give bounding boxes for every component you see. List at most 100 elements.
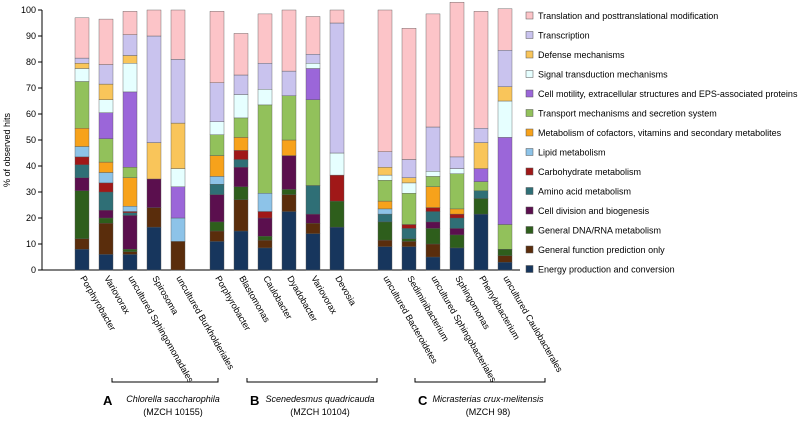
bar-segment xyxy=(473,198,489,215)
y-tick-label: 80 xyxy=(26,57,36,67)
bar-segment xyxy=(281,139,297,156)
legend-item: Translation and posttranslational modifi… xyxy=(525,11,718,21)
bar-segment xyxy=(401,228,417,239)
bar-stack xyxy=(473,11,489,271)
legend-item: Cell motility, extracellular structures … xyxy=(525,89,798,99)
bar-segment xyxy=(122,251,138,255)
bar-segment xyxy=(401,224,417,229)
bar-segment xyxy=(122,212,138,216)
bar-segment xyxy=(122,63,138,93)
bar-segment xyxy=(98,217,114,224)
bar-segment xyxy=(377,213,393,223)
bar-segment xyxy=(98,172,114,184)
legend-swatch xyxy=(525,265,534,273)
legend-swatch xyxy=(525,109,534,117)
bar-segment xyxy=(74,57,90,64)
bar-segment xyxy=(209,221,225,232)
bar-segment xyxy=(281,211,297,271)
legend-item: Defense mechanisms xyxy=(525,50,625,60)
bar-segment xyxy=(449,213,465,219)
group-strain-id: (MZCH 98) xyxy=(466,407,511,417)
bar-segment xyxy=(122,248,138,252)
bar-segment xyxy=(329,200,345,228)
legend-label: Metabolism of cofactors, vitamins and se… xyxy=(538,128,782,138)
bar-segment xyxy=(170,122,186,169)
bar-segment xyxy=(305,16,321,55)
bar-segment xyxy=(329,226,345,271)
bar-stack xyxy=(401,28,417,271)
legend-swatch xyxy=(525,50,534,59)
bar-segment xyxy=(281,155,297,190)
group-organism-name: Scenedesmus quadricauda xyxy=(265,394,374,404)
legend-label: Carbohydrate metabolism xyxy=(538,167,641,177)
legend-swatch xyxy=(525,70,534,78)
bar-segment xyxy=(233,199,249,232)
bar-segment xyxy=(209,230,225,242)
bar-segment xyxy=(449,1,465,158)
bar-segment xyxy=(401,182,417,194)
bar-segment xyxy=(425,186,441,208)
chart-legend: Translation and posttranslational modifi… xyxy=(525,11,798,275)
bar-stack xyxy=(146,9,162,271)
bar-segment xyxy=(305,233,321,271)
group-bracket xyxy=(111,378,219,383)
bar-segment xyxy=(497,137,513,225)
bar-segment xyxy=(122,11,138,35)
bar-segment xyxy=(473,213,489,271)
bar-segment xyxy=(170,9,186,60)
y-axis-title: % of observed hits xyxy=(2,112,12,187)
bar-segment xyxy=(401,193,417,225)
bar-segment xyxy=(98,112,114,139)
bar-segment xyxy=(122,167,138,178)
y-tick-label: 10 xyxy=(26,239,36,249)
bar-segment xyxy=(449,173,465,210)
bar-segment xyxy=(209,155,225,177)
bar-segment xyxy=(233,150,249,160)
legend-item: Transport mechanisms and secretion syste… xyxy=(525,109,717,119)
bar-segment xyxy=(449,234,465,249)
bar-stack xyxy=(377,9,393,271)
bar-segment xyxy=(233,137,249,151)
bar-segment xyxy=(377,208,393,215)
bar-segment xyxy=(377,174,393,181)
bar-segment xyxy=(146,226,162,271)
bar-segment xyxy=(449,217,465,229)
bar-segment xyxy=(74,146,90,158)
bar-segment xyxy=(257,193,273,212)
bar-segment xyxy=(122,215,138,250)
bar-segment xyxy=(377,200,393,210)
bar-stack xyxy=(74,17,90,271)
bar-segment xyxy=(98,18,114,65)
legend-item: Energy production and conversion xyxy=(525,265,675,275)
bar-segment xyxy=(233,94,249,119)
bar-segment xyxy=(170,168,186,188)
group-letter: C xyxy=(418,393,428,408)
y-tick-label: 40 xyxy=(26,161,36,171)
bar-segment xyxy=(377,167,393,176)
bar-segment xyxy=(377,180,393,202)
bar-segment xyxy=(257,13,273,64)
legend-item: General DNA/RNA metabolism xyxy=(525,226,661,236)
bar-segment xyxy=(146,9,162,37)
bar-segment xyxy=(209,241,225,271)
bar-segment xyxy=(449,168,465,175)
bar-segment xyxy=(257,104,273,194)
legend-item: Cell division and biogenesis xyxy=(525,206,650,216)
bar-segment xyxy=(122,91,138,168)
bar-segment xyxy=(146,142,162,180)
legend-swatch xyxy=(525,128,534,137)
bar-segment xyxy=(497,86,513,102)
bar-segment xyxy=(98,182,114,193)
bar-stack xyxy=(281,9,297,271)
bar-segment xyxy=(233,167,249,188)
bar-segment xyxy=(233,186,249,201)
bar-segment xyxy=(305,68,321,100)
bar-segment xyxy=(425,176,441,187)
bar-segment xyxy=(401,177,417,184)
bar-segment xyxy=(146,178,162,208)
bar-segment xyxy=(449,228,465,236)
bar-segment xyxy=(401,159,417,178)
bar-segment xyxy=(425,126,441,172)
group-bracket xyxy=(414,378,546,383)
